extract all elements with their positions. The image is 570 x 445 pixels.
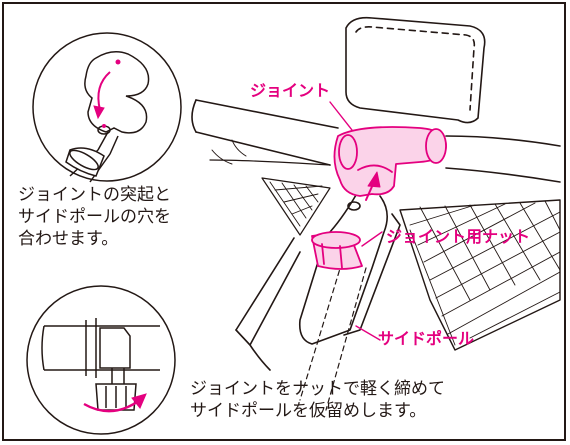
step-2-caption: ジョイントをナットで軽く締めて サイドポールを仮留めします。 (190, 378, 445, 422)
side-fabric-left (235, 237, 301, 346)
step-2-line-2: サイドポールを仮留めします。 (190, 401, 427, 421)
step-1-line-2: サイドポールの穴を (18, 207, 171, 227)
side-pole-hole (347, 201, 361, 211)
step-1-line-3: 合わせます。 (18, 229, 119, 249)
cushion-stitch (355, 26, 476, 111)
side-pole-guide-2 (325, 267, 367, 411)
joint (333, 126, 447, 197)
leader-lines (329, 101, 383, 341)
joint-nut (311, 231, 363, 270)
step-1-line-1: ジョイントの突起と (18, 185, 171, 205)
top-rail-left (195, 99, 339, 166)
insert-arrow (365, 171, 381, 201)
side-fabric-right (343, 213, 401, 336)
callout-side-pole: サイドポール (378, 329, 475, 348)
mesh-panel-left (261, 177, 331, 236)
callout-joint: ジョイント (250, 81, 331, 100)
alignment-arrow (97, 71, 111, 111)
tighten-arrow-head (131, 393, 147, 409)
cushion-flap (345, 16, 486, 124)
step-1-caption: ジョイントの突起と サイドポールの穴を 合わせます。 (18, 184, 171, 250)
side-pole-guide-1 (299, 261, 343, 401)
alignment-arrow-head (93, 105, 105, 120)
step-2-line-1: ジョイントをナットで軽く締めて (190, 379, 445, 399)
top-rail-right (445, 135, 561, 183)
main-illustration (191, 16, 561, 411)
tighten-arrow (83, 399, 141, 413)
callout-joint-nut: ジョイント用ナット (386, 227, 531, 246)
detail-circle-1 (32, 32, 182, 183)
mesh-panel-right (399, 199, 561, 351)
detail-circle-2 (26, 285, 176, 435)
